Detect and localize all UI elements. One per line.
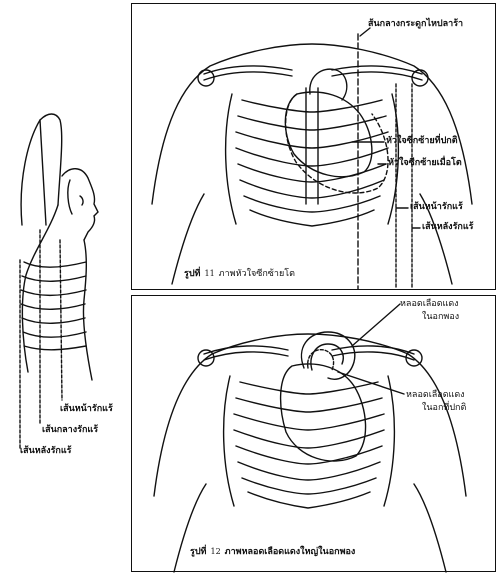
head xyxy=(61,168,99,241)
label-normal-aorta-line2: ในอกที่ปกติ xyxy=(422,403,467,413)
aortic-aneurysm xyxy=(300,331,356,380)
right-clavicle xyxy=(331,65,423,75)
figure-11-caption-text: ภาพหัวใจซีกซ้ายโต xyxy=(218,269,295,279)
label-normal-aorta-line1: หลอดเลือดแดง xyxy=(406,390,465,400)
figure-12-panel: หลอดเลือดแดง ในอกพอง หลอดเลือดแดง ในอกที… xyxy=(131,295,496,573)
heart-enlarged xyxy=(285,93,389,194)
figure-11-diagram xyxy=(151,27,473,290)
figure-11-caption-number: 11 xyxy=(204,269,215,278)
figure-12-caption-text: ภาพหลอดเลือดแดงใหญ่ในอกพอง xyxy=(224,547,356,557)
label-midclavicular: ส้นกลางกระดูกไหปลาร้า xyxy=(368,19,464,29)
figure-11-caption-prefix: รูปที่ xyxy=(184,269,201,279)
figure-12-diagram xyxy=(153,303,467,573)
left-body-figure xyxy=(19,113,99,451)
label-aneurysm-line2: ในอกพอง xyxy=(422,312,460,322)
label-aneurysm-line1: หลอดเลือดแดง xyxy=(400,299,459,309)
left-label-mid-axillary: เส้นกลางรักแร้ xyxy=(42,425,99,435)
left-label-front-axillary: เส้นหน้ารักแร้ xyxy=(60,404,113,414)
torso-back xyxy=(21,204,59,373)
figure-11-panel: ส้นกลางกระดูกไหปลาร้า หัวใจซีกซ้ายที่ปกต… xyxy=(131,3,496,290)
left-clavicle xyxy=(203,65,293,75)
label-normal-left-heart: หัวใจซีกซ้ายที่ปกติ xyxy=(386,136,458,146)
figure-12-caption-number: 12 xyxy=(210,547,221,556)
rib-cage xyxy=(224,93,400,225)
front-axillary-line xyxy=(59,239,63,401)
label-front-axillary-top: เส้นหน้ารักแร้ xyxy=(410,202,463,212)
figure-12-caption-prefix: รูปที่ xyxy=(190,547,207,557)
left-label-rear-axillary: เส้นหลังรักแร้ xyxy=(20,446,72,456)
aorta-normal xyxy=(307,349,335,371)
label-rear-axillary-top: เส้นหลังรักแร้ xyxy=(422,222,474,232)
raised-arm xyxy=(20,113,63,226)
torso-front xyxy=(82,239,93,381)
label-enlarged-left-heart: หัวใจซีกซ้ายเมื่อโต xyxy=(388,158,462,168)
